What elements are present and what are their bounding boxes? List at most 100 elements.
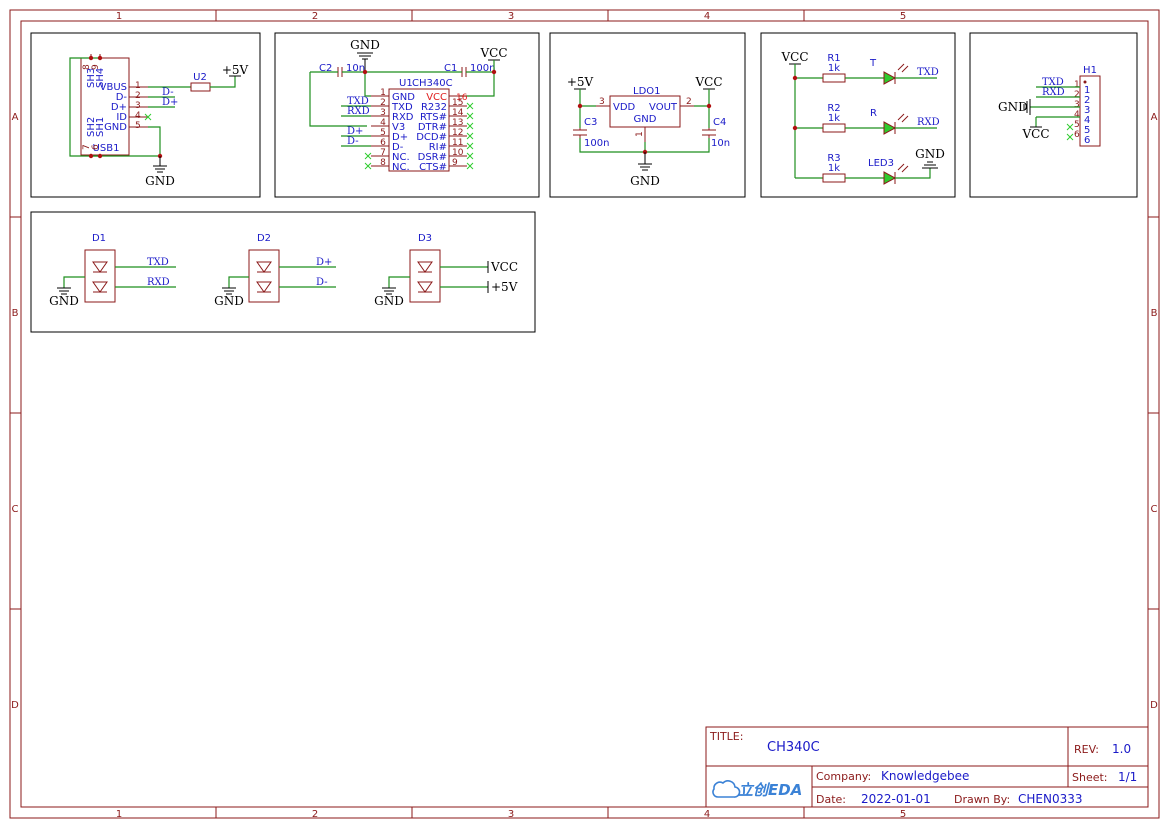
ch340-net-dm: D- [347,136,359,147]
ch340-right-pins: 16 15 14 13 12 11 10 9 VCC R232 RTS# DTR… [416,92,467,173]
led-t-symbol [883,63,909,85]
svg-text:14: 14 [452,108,464,118]
svg-text:2: 2 [1084,95,1090,106]
svg-text:13: 13 [452,118,463,128]
zone-col-3: 3 [508,11,514,22]
led-net-rxd: RXD [917,117,940,128]
lceda-logo-text: 立创EDA [738,781,802,799]
svg-text:DSR#: DSR# [418,152,447,163]
title-value: CH340C [767,740,820,755]
led-t-label: T [869,58,877,69]
sheet-value: 1/1 [1118,770,1137,784]
zone-col-2-bottom: 2 [312,809,318,820]
zone-col-5: 5 [900,11,906,22]
ch340-ic-body [388,88,450,172]
usb-pin8-num: 8 [82,64,92,70]
led-panel: VCC R1 1k R2 1k R3 1k [780,50,945,185]
led-r-label: R [870,108,877,119]
r1-ref: R1 [827,53,840,64]
c3-value: 100n [584,138,609,149]
svg-text:5: 5 [380,128,386,138]
usb-net-dp: D+ [162,97,178,108]
svg-text:4: 4 [380,118,386,128]
h1-vcc-label: VCC [1021,127,1049,141]
svg-text:2: 2 [1074,90,1080,100]
svg-text:GND: GND [630,174,660,188]
usb-pin3-num: 3 [135,101,141,111]
ldo1-ref: LDO1 [633,86,661,97]
usb1-ref: USB1 [93,143,120,154]
usb-sh1-label: SH1 [95,117,106,137]
svg-text:DTR#: DTR# [418,122,447,133]
rev-key: REV: [1074,743,1099,756]
svg-text:3: 3 [1084,105,1090,116]
svg-text:6: 6 [380,138,386,148]
zone-row-c: C [12,504,19,515]
svg-text:3: 3 [1074,100,1080,110]
usb-gnd-symbol: GND [145,156,175,188]
ch340-vcc-label: VCC [479,46,507,60]
ch340-net-dp: D+ [347,126,363,137]
ldo-pin2-num: 2 [686,97,692,107]
svg-text:NC.: NC. [392,162,410,173]
zone-row-a: A [12,112,19,123]
svg-text:1: 1 [1084,85,1090,96]
zone-row-d: D [11,700,19,711]
d2-ref: D2 [257,233,271,244]
usb-pin2-num: 2 [135,91,141,101]
zone-col-1: 1 [116,11,122,22]
r3-ref: R3 [827,153,840,164]
svg-text:RXD: RXD [392,112,414,123]
c2-ref: C2 [319,63,332,74]
usb-sh2-label: SH2 [86,117,97,137]
svg-text:CTS#: CTS# [419,162,447,173]
ldo-pin-gnd: GND [634,114,657,125]
svg-text:R232: R232 [421,102,447,113]
d1-net-txd: TXD [147,257,169,268]
ch340-net-rxd: RXD [347,106,370,117]
drawn-by-value: CHEN0333 [1018,792,1083,806]
ch340-noconnect-marks [364,102,474,170]
h1-noconnect-marks [1066,123,1074,141]
usb-connector-panel: USB1 SH3 SH4 SH2 SH1 8 9 7 6 VBUS D- D+ … [69,54,249,188]
svg-text:12: 12 [452,128,463,138]
d3-tvs: D3 VCC +5V GND [374,233,518,308]
zone-row-b: B [12,308,19,319]
d2-tvs: D2 D+ D- GND [214,233,336,308]
u2-ref: U2 [193,72,207,83]
h1-net-rxd: RXD [1042,87,1065,98]
usb-pin7-num: 7 [82,144,92,150]
usb-pin-dp: D+ [111,102,127,113]
c3-ref: C3 [584,117,597,128]
ldo-panel: +5V VCC LDO1 VDD VOUT GND 3 2 1 C3 100n … [567,75,730,188]
lceda-logo: 立创EDA [712,780,802,799]
r1-value: 1k [828,63,840,74]
d3-ref: D3 [418,233,432,244]
ch340-net-txd: TXD [347,96,369,107]
svg-text:6: 6 [1074,130,1080,140]
usb-pin4-num: 4 [135,111,141,121]
company-value: Knowledgebee [881,769,969,783]
r3-value: 1k [828,163,840,174]
usb-pin5-num: 5 [135,121,141,131]
d2-net-dm: D- [316,277,328,288]
zone-col-2: 2 [312,11,318,22]
svg-text:GND: GND [49,294,79,308]
u1-ref: U1 [399,78,413,89]
sheet-key: Sheet: [1072,771,1108,784]
led-vcc-label: VCC [780,50,808,64]
ldo-5v-label: +5V [567,75,594,89]
h1-body [1079,75,1101,147]
r2-ref: R2 [827,103,840,114]
rev-value: 1.0 [1112,742,1131,756]
date-value: 2022-01-01 [861,792,931,806]
svg-text:NC.: NC. [392,152,410,163]
ldo-pin3-num: 3 [599,97,605,107]
svg-text:4: 4 [1074,110,1080,120]
usb-sh4-label: SH4 [95,68,106,88]
svg-text:V3: V3 [392,122,405,133]
svg-text:5: 5 [1074,120,1080,130]
svg-text:GND: GND [214,294,244,308]
svg-text:DCD#: DCD# [416,132,447,143]
